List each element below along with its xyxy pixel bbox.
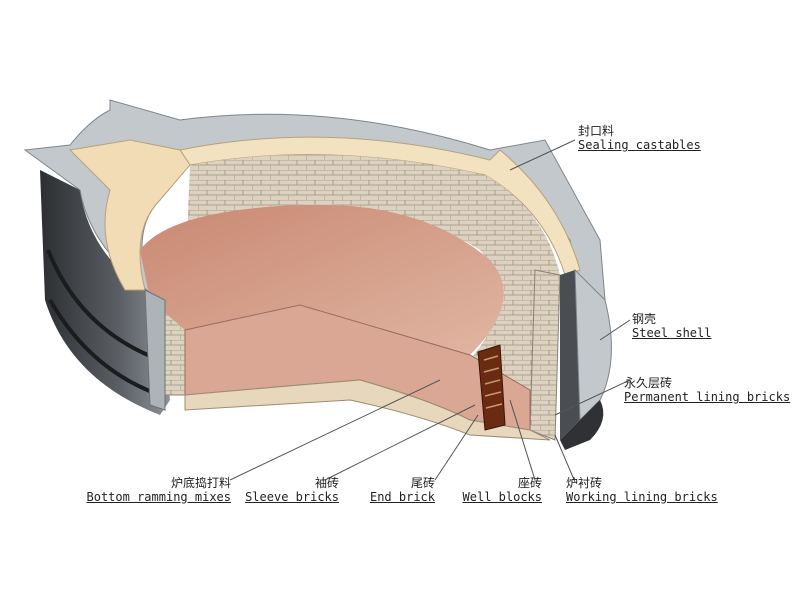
label-cn: 炉衬砖 [566,476,603,490]
steel-shell-outer [40,170,170,415]
leader-lines [229,139,631,483]
steel-shell-bands [46,249,161,397]
label-steel-shell: 钢壳 Steel shell [632,312,711,340]
label-en: Sleeve bricks [245,490,339,504]
label-well-blocks: 座砖 Well blocks [460,476,542,504]
well-block [477,344,506,431]
label-end-brick: 尾砖 End brick [365,476,435,504]
label-cn: 钢壳 [632,312,657,326]
label-cn: 炉底捣打料 [170,476,231,490]
working-lining-wall [140,154,560,431]
label-cn: 封口料 [578,124,615,138]
label-en: Bottom ramming mixes [86,490,232,504]
label-en: Well blocks [462,490,542,504]
label-bottom-ramming: 炉底捣打料 Bottom ramming mixes [86,476,232,504]
label-working-lining: 炉衬砖 Working lining bricks [566,476,718,504]
label-cn: 永久层砖 [624,376,673,390]
label-sealing-castables: 封口料 Sealing castables [578,124,701,152]
label-en: Working lining bricks [566,490,718,504]
label-en: Sealing castables [578,138,701,152]
steel-shell-right [560,270,580,440]
label-cn: 袖砖 [314,476,339,490]
label-en: Permanent lining bricks [624,390,791,404]
label-cn: 座砖 [517,476,542,490]
ladle-floor [140,204,504,355]
label-cn: 尾砖 [410,476,435,490]
label-permanent-lining: 永久层砖 Permanent lining bricks [624,376,790,404]
label-en: Steel shell [632,326,712,340]
label-en: End brick [369,490,435,504]
label-sleeve-bricks: 袖砖 Sleeve bricks [244,476,339,504]
